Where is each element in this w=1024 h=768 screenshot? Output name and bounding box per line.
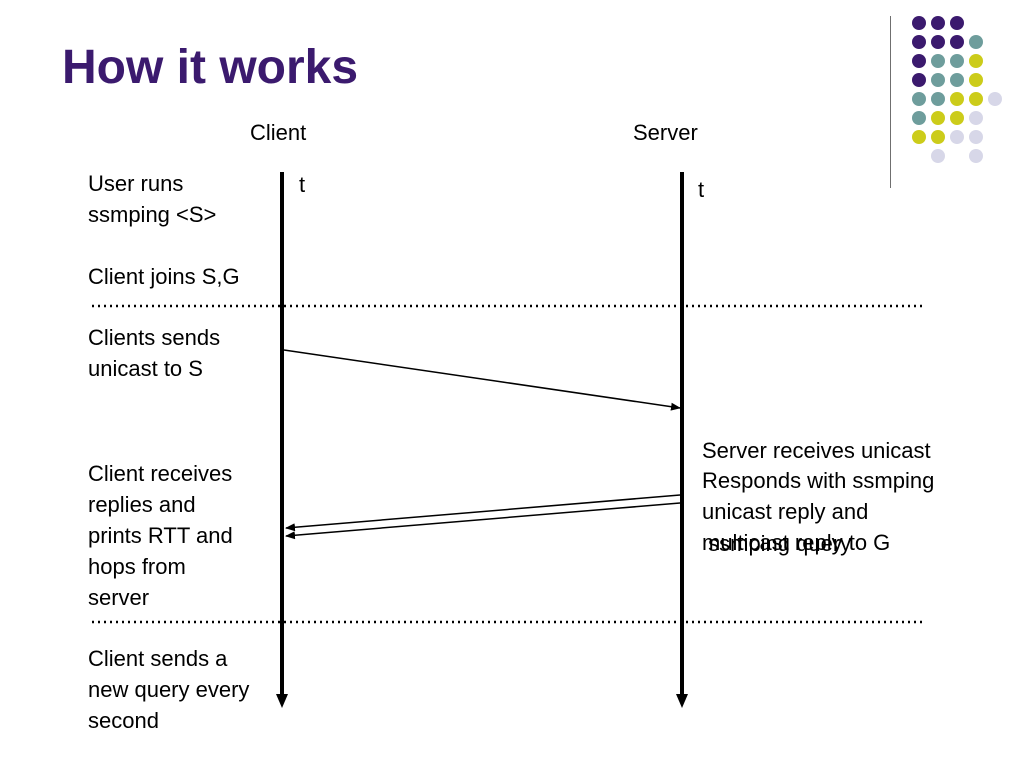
decorative-dot (950, 92, 964, 106)
decorative-dot (969, 130, 983, 144)
client-step-receive-replies: Client receives replies and prints RTT a… (88, 461, 233, 610)
decorative-dot (912, 35, 926, 49)
server-step-receive-query: Server receives unicast ssmping query (702, 438, 931, 556)
decorative-dot (931, 92, 945, 106)
client-time-label: t (299, 172, 306, 197)
decorative-dot (912, 73, 926, 87)
decorative-dot (969, 92, 983, 106)
server-timeline-arrowhead (676, 694, 688, 708)
client-timeline-arrowhead (276, 694, 288, 708)
decorative-dot (950, 54, 964, 68)
decorative-dot (969, 149, 983, 163)
server-step-respond: Responds with ssmping unicast reply and … (702, 468, 935, 555)
decorative-dot (931, 73, 945, 87)
client-step-send-unicast: Clients sends unicast to S (88, 325, 221, 381)
decorative-dot (950, 130, 964, 144)
decorative-divider (890, 16, 891, 188)
decorative-dot (950, 35, 964, 49)
slide-title: How it works (62, 41, 359, 94)
decorative-dot (931, 111, 945, 125)
decorative-dot (912, 111, 926, 125)
multicast-reply-arrow (285, 502, 681, 540)
decorative-dot (912, 16, 926, 30)
decorative-dot (931, 149, 945, 163)
decorative-dot (931, 35, 945, 49)
decorative-dot (912, 54, 926, 68)
decorative-dot (912, 130, 926, 144)
server-time-label: t (698, 177, 705, 202)
server-column-label: Server (633, 120, 698, 145)
client-step-new-query: Client sends a new query every second (88, 646, 250, 733)
client-column-label: Client (250, 120, 307, 145)
client-step-join: Client joins S,G (88, 264, 240, 289)
unicast-reply-arrow (285, 494, 681, 532)
decorative-dot (931, 16, 945, 30)
decorative-dot (931, 130, 945, 144)
decorative-dot-grid (912, 16, 1002, 163)
decorative-dot (969, 111, 983, 125)
decorative-dot (969, 73, 983, 87)
decorative-dot (912, 92, 926, 106)
decorative-dot (931, 54, 945, 68)
client-step-run-ssmping: User runs ssmping <S> (88, 171, 217, 227)
decorative-dot (950, 73, 964, 87)
decorative-dot (969, 54, 983, 68)
decorative-dot (950, 16, 964, 30)
decorative-dot (969, 35, 983, 49)
query-arrow (283, 349, 681, 411)
decorative-dot (950, 111, 964, 125)
decorative-dot (988, 92, 1002, 106)
